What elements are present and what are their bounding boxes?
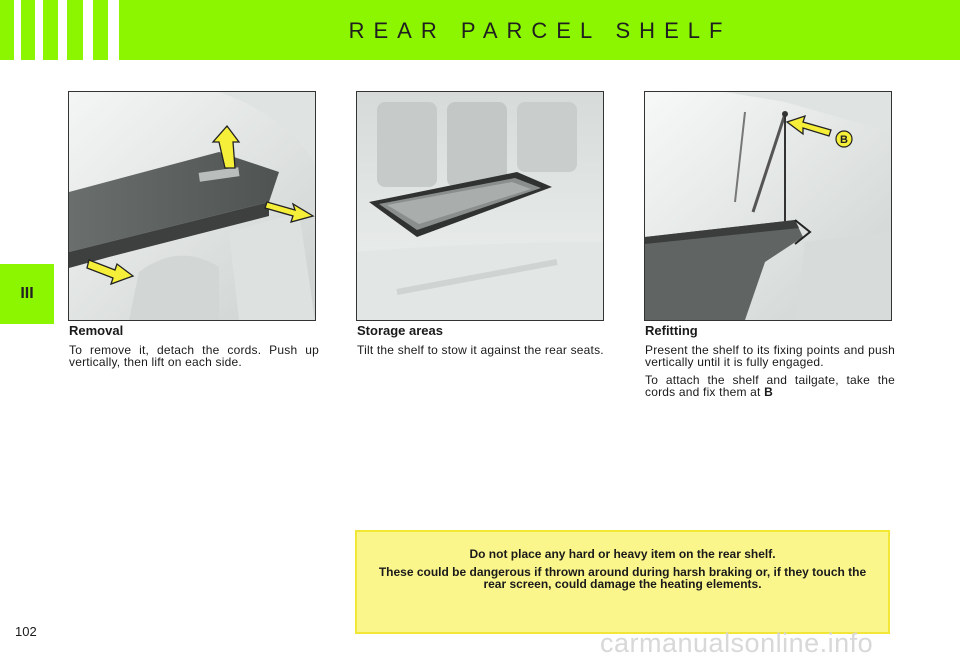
warning-line: Do not place any hard or heavy item on t… (469, 547, 776, 561)
section-refitting: Refitting Present the shelf to its fixin… (645, 323, 895, 404)
section-heading: Refitting (645, 323, 698, 338)
photo-refitting: B (644, 91, 892, 321)
warning-line: These could be dangerous if thrown aroun… (378, 565, 867, 591)
section-removal: Removal To remove it, detach the cords. … (69, 323, 319, 374)
section-text: Present the shelf to its fixing points a… (645, 343, 895, 369)
header-bar: REAR PARCEL SHELF (0, 0, 960, 60)
watermark: carmanualsonline.info (600, 628, 874, 658)
chapter-tab: III (0, 264, 54, 324)
section-text: To attach the shelf and tailgate, take t… (645, 374, 895, 398)
section-heading: Removal (69, 323, 124, 338)
section-text: Tilt the shelf to stow it against the re… (357, 343, 604, 357)
section-text-part: To attach the shelf and tailgate, take t… (645, 373, 895, 399)
photo-storage (356, 91, 604, 321)
callout-b-label: B (840, 134, 848, 146)
page-title: REAR PARCEL SHELF (348, 18, 732, 43)
warning-box: Do not place any hard or heavy item on t… (355, 530, 890, 634)
header-stripe (58, 0, 67, 60)
header-stripe (83, 0, 93, 60)
header-stripe (14, 0, 21, 60)
reference-b: B (764, 385, 774, 399)
header-stripe (108, 0, 119, 60)
section-text: To remove it, detach the cords. Push up … (69, 343, 319, 369)
section-storage: Storage areas Tilt the shelf to stow it … (357, 323, 607, 362)
header-stripe (35, 0, 43, 60)
callout-b-marker (835, 130, 853, 148)
section-heading: Storage areas (357, 323, 443, 338)
page-number: 102 (15, 624, 37, 639)
photo-removal (68, 91, 316, 321)
